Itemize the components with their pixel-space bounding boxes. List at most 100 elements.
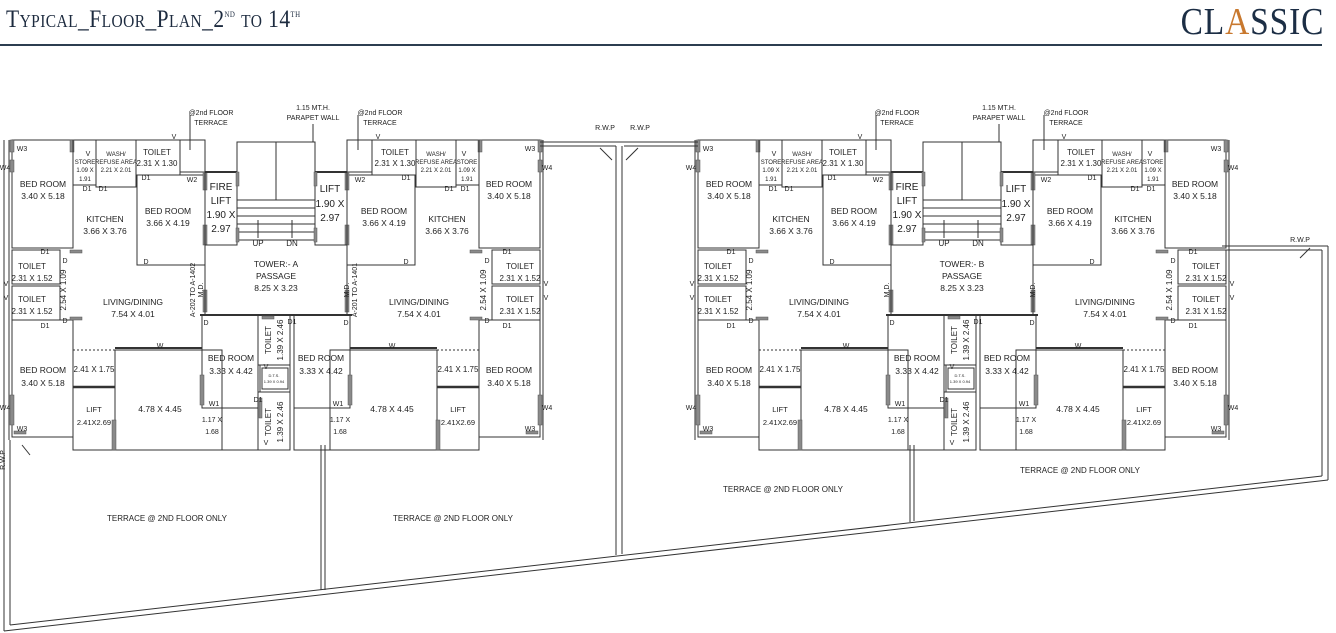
room-label: V [544,295,549,302]
room-label: 4.78 X 4.45 [1056,404,1100,414]
room-label: 2.31 X 1.52 [1186,274,1227,283]
core-label: D1 [940,397,949,404]
core-label: PARAPET WALL [287,115,340,122]
room-label: 4.78 X 4.45 [370,404,414,414]
room-label: 3.33 X 4.42 [209,366,253,376]
room-label: 7.54 X 4.01 [1083,309,1127,319]
room-label: D1 [402,175,411,182]
room-label: D1 [1189,249,1198,256]
window-hatch [1223,139,1229,153]
room-label: LIVING/DINING [1075,297,1135,307]
room-label: 2.31 X 1.30 [375,159,416,168]
room-label: 2.54 X 1.09 [59,269,68,310]
core-label: 1.39 X 2.46 [962,401,971,442]
window-hatch [999,171,1004,187]
room-label: D1 [41,323,50,330]
window-hatch [258,397,263,419]
core-label: D1 [254,397,263,404]
room-label: BED ROOM [831,206,877,216]
room-outline [11,249,61,285]
core-label: FIRE [896,182,919,193]
room-label: D1 [769,186,778,193]
room-label: 2.54 X 1.09 [1165,269,1174,310]
room-label: TOILET [506,295,534,304]
room-label: V [4,281,9,288]
window-hatch [9,394,15,426]
room-label: 2.41 X 1.75 [438,365,479,374]
room-label: 1.91 [1147,177,1159,183]
room-label: TOILET [829,148,857,157]
room-label: W3 [703,146,714,153]
brand-logo: CLASSIC [1180,0,1324,44]
core-label: PARAPET WALL [973,115,1026,122]
room-label: STORE [1143,160,1164,166]
core-label: 1.39 X 0.94 [264,379,285,384]
room-label: 3.40 X 5.18 [487,191,531,201]
room-label: 2.21 X 2.01 [101,168,132,174]
room-label: BED ROOM [706,179,752,189]
room-label: V [86,151,91,158]
room-label: 3.40 X 5.18 [707,191,751,201]
room-label: 7.54 X 4.01 [397,309,441,319]
room-label: 1.91 [765,177,777,183]
room-label: D1 [99,186,108,193]
core-label: 2.97 [211,224,231,235]
window-hatch [69,316,83,321]
room-label: REFUSE AREA [95,160,137,166]
core-label: LIFT [897,196,918,207]
core-label: 8.25 X 3.23 [940,283,984,293]
window-hatch [1223,394,1229,426]
room-label: V [544,281,549,288]
room-label: KITCHEN [772,214,809,224]
room-label: D1 [727,249,736,256]
room-label: LIFT [86,405,102,414]
room-label: D [1170,258,1175,265]
room-label: W2 [355,177,366,184]
toilet-outline [257,314,291,366]
room-label: M.D. [198,283,205,298]
core-label: TOWER:- B [940,259,985,269]
room-outline [1057,139,1103,176]
room-label: REFUSE AREA [1101,160,1143,166]
room-label: 2.54 X 1.09 [479,269,488,310]
room-label: W [843,343,850,350]
room-label: 3.66 X 3.76 [769,226,813,236]
rwp-leader [1299,247,1311,259]
rwp-leader [21,444,31,456]
room-label: D [1089,259,1094,266]
room-label: LIFT [450,405,466,414]
room-label: W3 [525,146,536,153]
room-label: W4 [0,405,10,412]
room-label: 1.68 [333,429,347,436]
window-hatch [537,159,543,173]
room-label: 3.40 X 5.18 [1173,191,1217,201]
window-hatch [699,430,713,435]
core-label: 2.97 [1006,213,1026,224]
room-label: 3.66 X 3.76 [83,226,127,236]
room-label: 1.17 X [888,417,909,424]
core-label: TOILET [264,326,273,354]
toilet-outline [943,314,977,366]
room-label: D [748,318,753,325]
room-label: 3.66 X 4.19 [362,218,406,228]
window-hatch [1155,316,1169,321]
window-hatch [111,419,117,451]
room-label: D1 [142,175,151,182]
room-label: W3 [17,426,28,433]
room-label: 2.41X2.69 [77,418,111,427]
title-superscript: nd [224,8,236,20]
dts-inner [947,367,975,390]
room-outline [478,319,541,438]
room-outline [11,319,74,438]
window-hatch [477,139,483,153]
window-hatch [261,315,275,320]
room-label: 3.66 X 4.19 [1048,218,1092,228]
room-outline [491,249,541,285]
room-label: 2.41 X 1.75 [1124,365,1165,374]
toilet-outline [943,391,977,451]
room-label: 2.21 X 2.01 [787,168,818,174]
room-label: W2 [873,177,884,184]
core-label: D.T.S. [269,373,280,378]
terrace-label: TERRACE @ 2ND FLOOR ONLY [1020,466,1141,475]
